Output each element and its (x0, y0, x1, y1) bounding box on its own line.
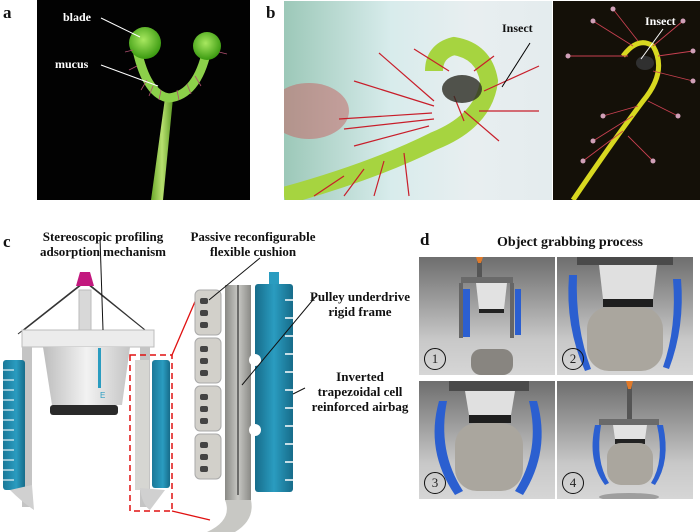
panel-a-photo: blade mucus (37, 0, 250, 200)
grab-step-1: 1 (419, 257, 555, 375)
label-blade: blade (63, 10, 92, 24)
sundew-leaf-illustration (284, 36, 540, 200)
label-inverted-line3: reinforced airbag (311, 399, 409, 414)
callout-lines-a (100, 17, 159, 87)
callout-line-insect-left (501, 42, 531, 88)
label-pulley-frame: Pulley underdrive rigid frame (300, 289, 420, 319)
label-stereoscopic-line2: adsorption mechanism (39, 244, 167, 259)
grab-step-3: 3 (419, 381, 555, 499)
step-number-badge-3: 3 (424, 472, 446, 494)
label-passive-line1: Passive reconfigurable (190, 229, 316, 244)
label-inverted-line2: trapezoidal cell (317, 384, 403, 399)
gripper-render (568, 257, 682, 371)
panel-b-photo-left: Insect (284, 1, 552, 200)
step-number-badge-4: 4 (562, 472, 584, 494)
grab-step-4: 4 (557, 381, 693, 499)
label-mucus: mucus (55, 57, 89, 71)
gripper-render (459, 257, 521, 375)
sundew-curl-illustration (565, 6, 696, 200)
sundew-seedling-illustration (124, 27, 228, 200)
label-insect-right: Insect (645, 14, 676, 28)
label-passive-cushion: Passive reconfigurable flexible cushion (178, 229, 328, 259)
finger-exploded-illustration (194, 257, 318, 532)
step-number-badge-2: 2 (562, 348, 584, 370)
body-mark: E (100, 391, 105, 400)
label-inverted-airbag: Inverted trapezoidal cell reinforced air… (300, 369, 420, 414)
grab-step-2: 2 (557, 257, 693, 375)
label-stereoscopic-line1: Stereoscopic profiling (42, 229, 164, 244)
panel-c-letter: c (3, 232, 11, 251)
panel-d-letter: d (420, 230, 430, 249)
label-pulley-line2: rigid frame (328, 304, 392, 319)
label-pulley-line1: Pulley underdrive (309, 289, 411, 304)
label-inverted-line1: Inverted (336, 369, 384, 384)
callout-line-insect-right (640, 28, 664, 60)
step-number-badge-1: 1 (424, 348, 446, 370)
label-stereoscopic-profiling: Stereoscopic profiling adsorption mechan… (28, 229, 178, 259)
panel-b-letter: b (266, 3, 276, 22)
label-insect-left: Insect (502, 21, 533, 35)
panel-d-title: Object grabbing process (497, 235, 643, 250)
label-passive-line2: flexible cushion (209, 244, 297, 259)
gripper-assembly-illustration: E (3, 237, 211, 521)
gripper-render (592, 381, 666, 499)
panel-b-photo-right: Insect (553, 1, 700, 200)
gripper-render (434, 381, 542, 495)
panel-a-letter: a (3, 3, 12, 22)
